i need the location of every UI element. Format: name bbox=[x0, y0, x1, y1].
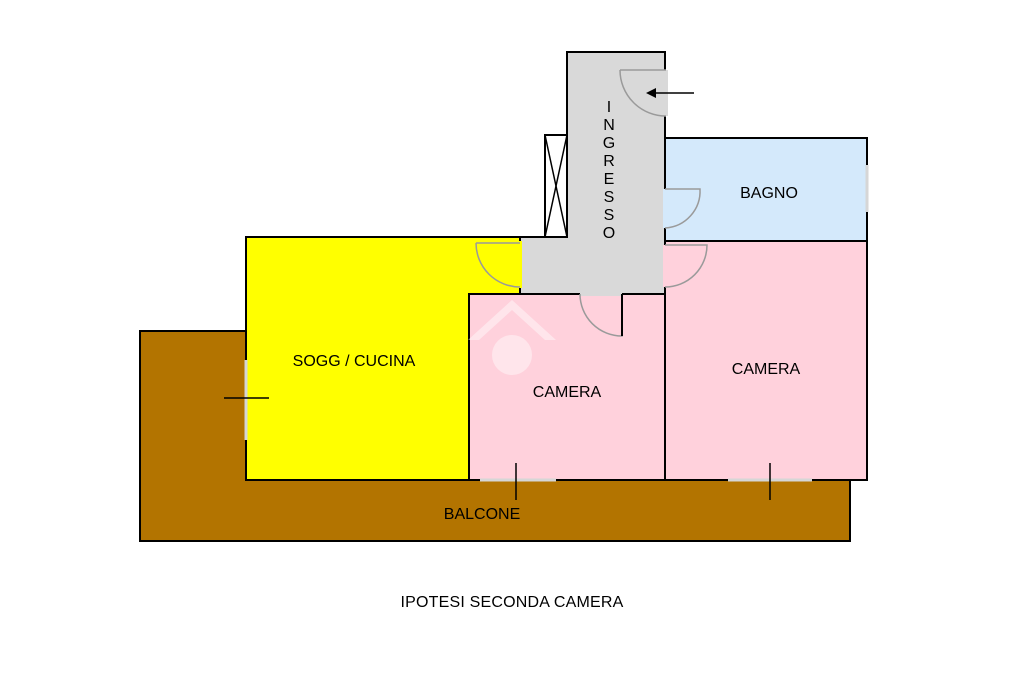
ingresso-area bbox=[519, 51, 666, 295]
camera-1-area bbox=[468, 293, 666, 481]
door-swing-icon bbox=[663, 244, 708, 288]
ingresso-letter: I bbox=[607, 99, 611, 116]
balcone-label: BALCONE bbox=[444, 506, 520, 523]
camera-1-label: CAMERA bbox=[533, 384, 602, 401]
camera-2-label: CAMERA bbox=[732, 361, 801, 378]
window-marks bbox=[224, 165, 869, 500]
plan-caption: IPOTESI SECONDA CAMERA bbox=[400, 594, 624, 611]
bagno-label: BAGNO bbox=[740, 185, 798, 202]
door-swing-icon bbox=[663, 188, 701, 229]
door-swing-icon bbox=[475, 241, 522, 288]
ingresso-letter: S bbox=[604, 207, 615, 224]
ingresso-letter: N bbox=[603, 117, 615, 134]
ingresso-letter: O bbox=[603, 225, 615, 242]
ingresso-letter: G bbox=[603, 135, 615, 152]
entrance-arrow-icon bbox=[646, 88, 694, 98]
ingresso-letter: R bbox=[603, 153, 615, 170]
soggiorno-cucina-label: SOGG / CUCINA bbox=[293, 353, 416, 370]
ingresso-letter: E bbox=[604, 171, 615, 188]
shaft-cross-icon bbox=[544, 134, 568, 238]
door-swing-icon bbox=[579, 292, 623, 337]
ingresso-letter: S bbox=[604, 189, 615, 206]
ingresso-label: I N G R E S S O bbox=[603, 99, 615, 242]
watermark-logo-icon bbox=[468, 300, 556, 375]
